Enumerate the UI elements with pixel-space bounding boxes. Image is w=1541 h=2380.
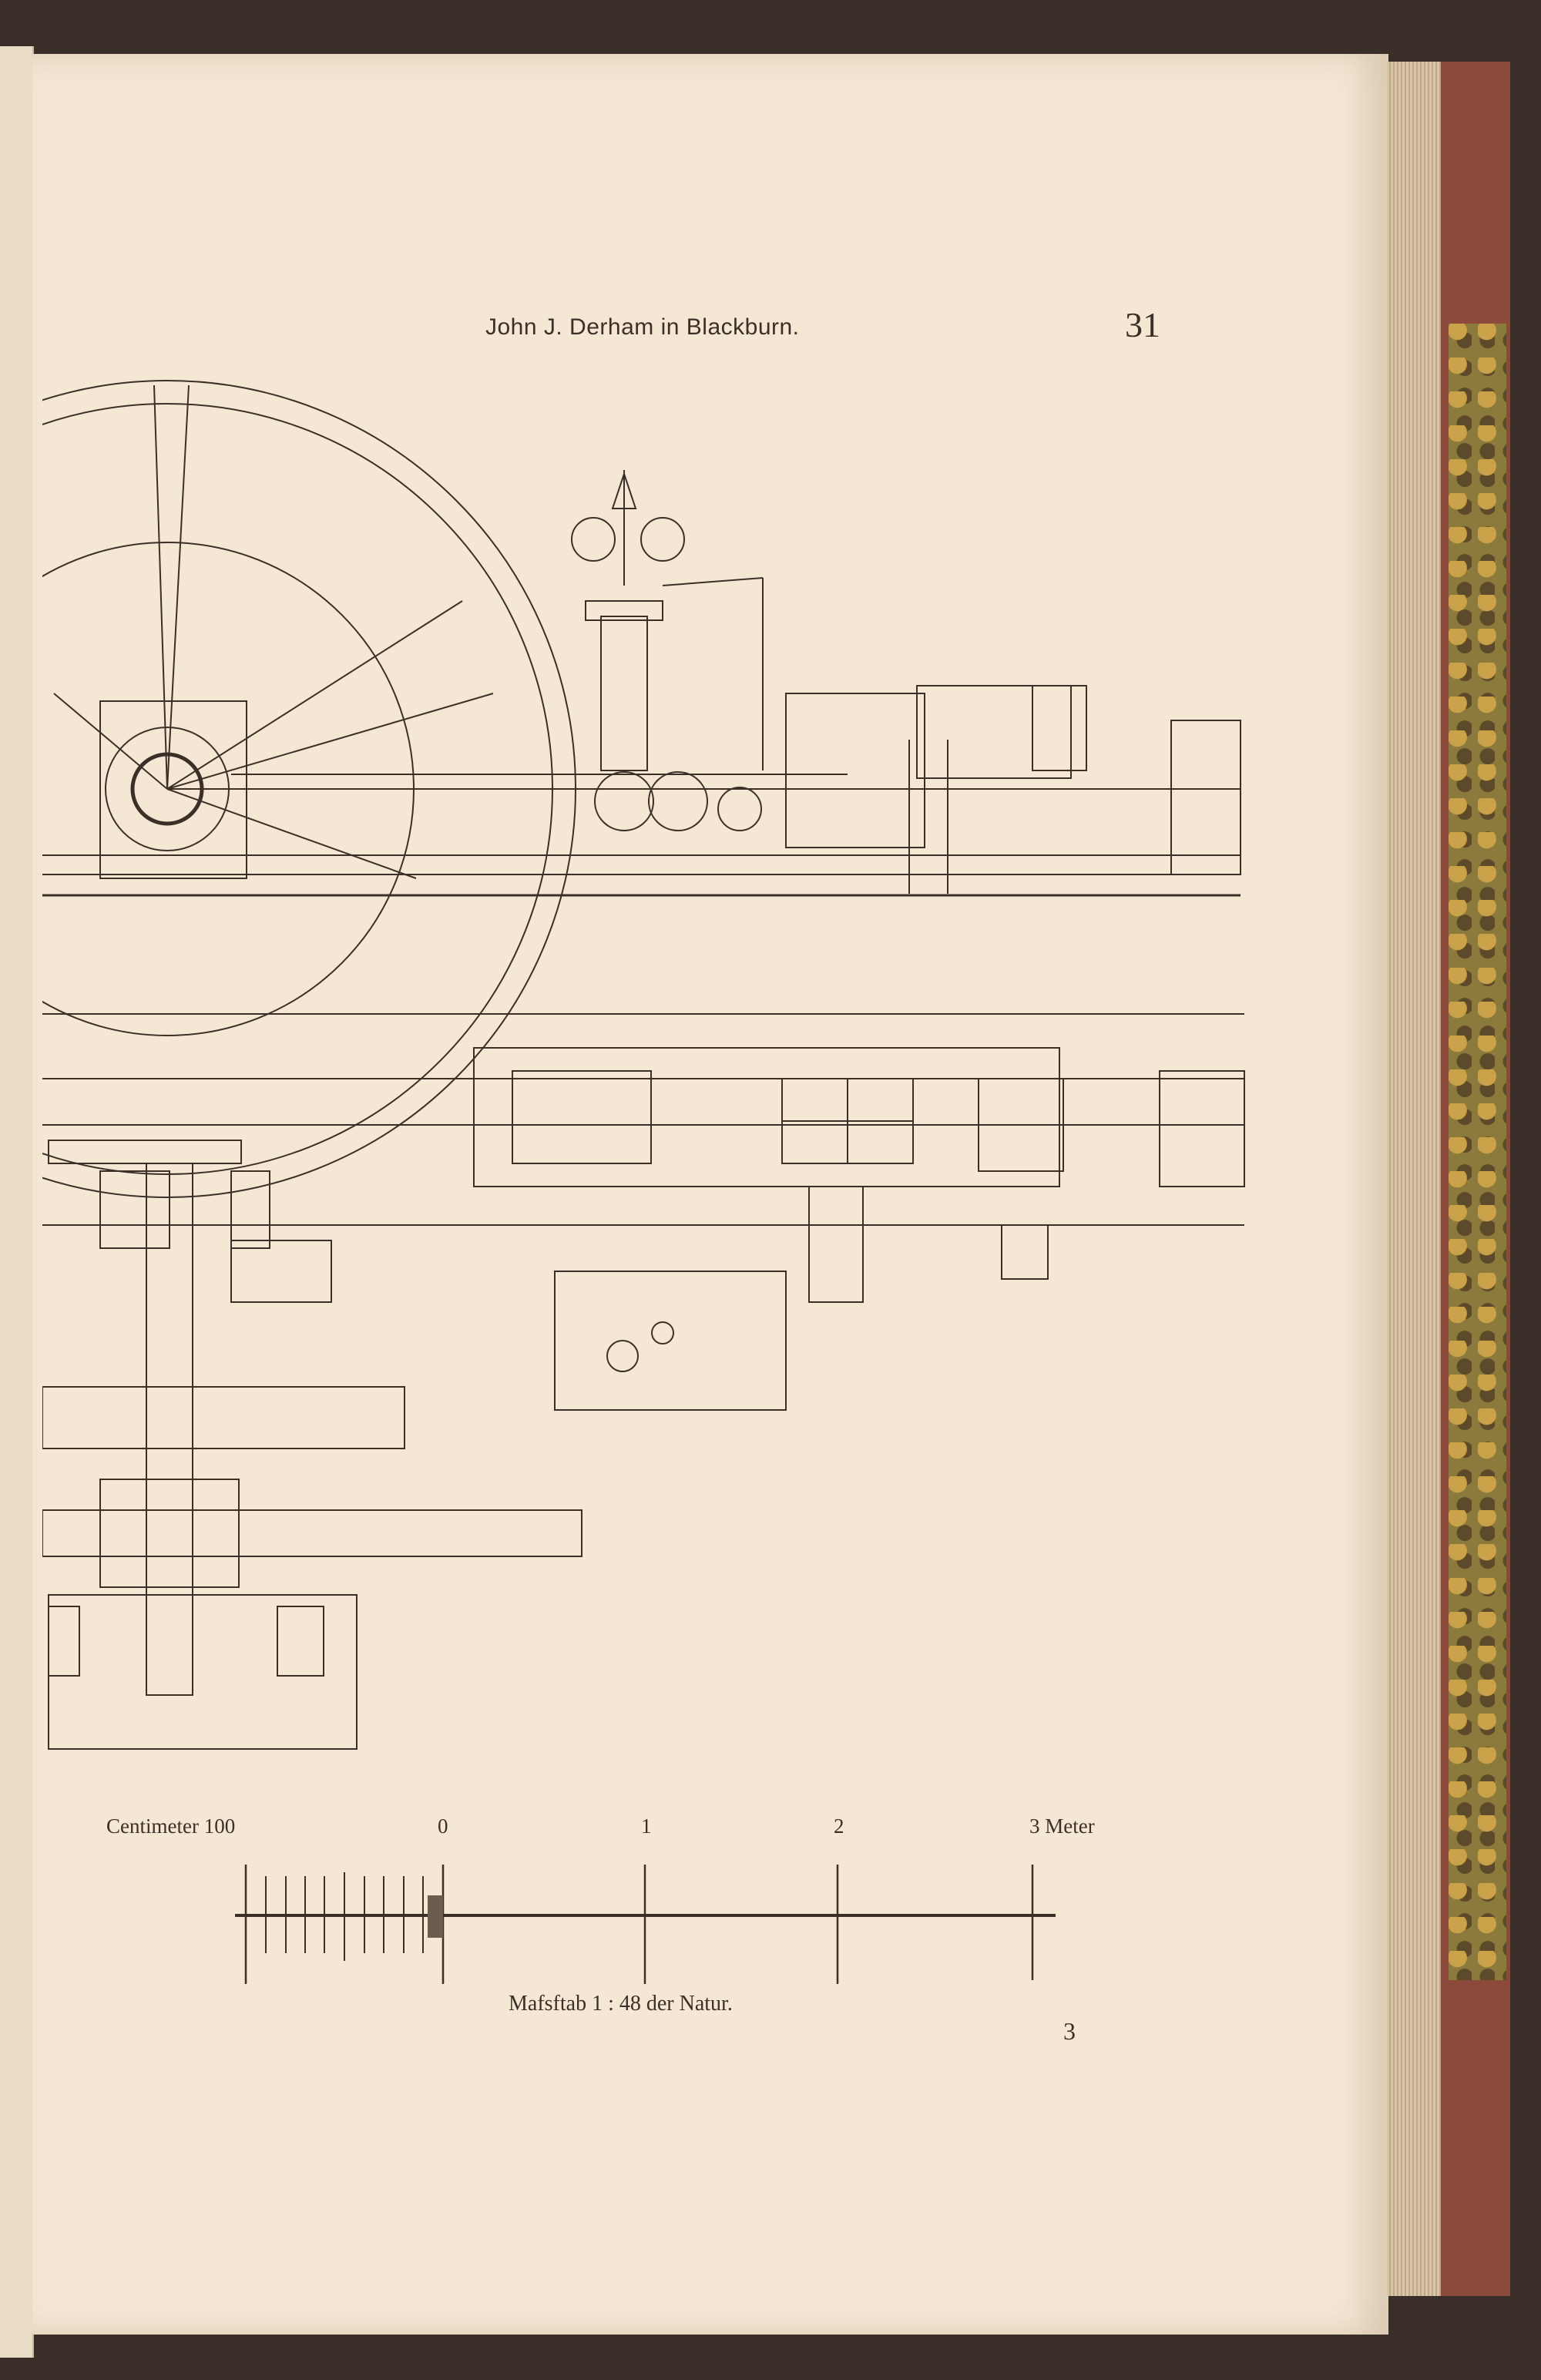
scale-bar — [235, 1865, 1056, 1984]
bearing-section — [99, 1479, 240, 1588]
book-page — [32, 54, 1388, 2335]
running-title: John J. Derham in Blackburn. — [485, 314, 800, 340]
valve-chest — [916, 685, 1072, 779]
gear-wheel — [594, 771, 654, 831]
scale-right-label: 3 Meter — [1029, 1814, 1095, 1838]
gearing — [554, 1271, 787, 1411]
page-number: 31 — [1125, 305, 1160, 344]
elevation-view — [42, 380, 1241, 1198]
crankshaft — [48, 1140, 242, 1164]
scale-label-2: 2 — [834, 1814, 844, 1838]
tail-rod-guide — [1170, 720, 1241, 875]
signature-mark: 3 — [1063, 2017, 1076, 2045]
scale-label-0: 0 — [438, 1814, 448, 1838]
page-edges — [1387, 62, 1441, 2296]
cylinder — [785, 693, 925, 848]
scale-caption: Mafsftab 1 : 48 der Natur. — [509, 1992, 733, 2016]
governor-column — [600, 616, 648, 771]
scale-label-1: 1 — [641, 1814, 652, 1838]
scale-left-label: Centimeter 100 — [106, 1814, 236, 1838]
plan-view — [42, 1013, 1245, 1750]
governor-ball — [571, 517, 616, 562]
bed-plate — [473, 1047, 1060, 1187]
shaft — [146, 1163, 193, 1696]
marbled-cover-paper — [1449, 324, 1506, 1980]
